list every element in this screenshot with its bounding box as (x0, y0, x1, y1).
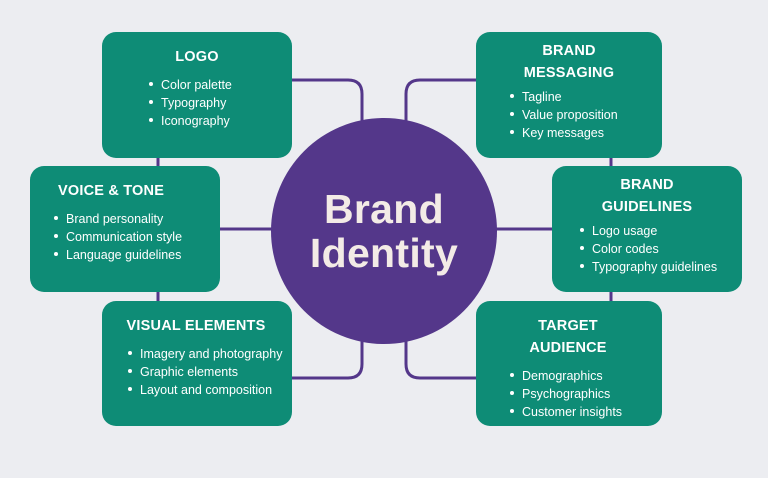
card-item-list: Tagline Value proposition Key messages (498, 88, 652, 142)
bullet-icon (510, 94, 514, 99)
connector-visual-elements (292, 333, 364, 380)
list-item: Value proposition (510, 106, 652, 124)
list-item-label: Typography guidelines (592, 260, 718, 274)
list-item: Tagline (510, 88, 652, 106)
list-item-label: Typography (161, 96, 227, 110)
list-item: Imagery and photography (128, 345, 282, 363)
list-item-label: Demographics (522, 369, 603, 383)
list-item: Typography guidelines (580, 258, 732, 276)
connector-brand-messaging (404, 78, 476, 125)
list-item-label: Logo usage (592, 224, 658, 238)
list-item-label: Imagery and photography (140, 347, 283, 361)
list-item: Layout and composition (128, 381, 282, 399)
bullet-icon (128, 351, 132, 356)
list-item-label: Customer insights (522, 405, 623, 419)
card-item-list: Color palette Typography Iconography (124, 76, 282, 130)
list-item: Iconography (149, 112, 282, 130)
bullet-icon (580, 264, 584, 269)
list-item-label: Graphic elements (140, 365, 238, 379)
bullet-icon (510, 373, 514, 378)
list-item: Typography (149, 94, 282, 112)
list-item: Graphic elements (128, 363, 282, 381)
card-title: TARGET AUDIENCE (529, 318, 607, 356)
card-title-line: GUIDELINES (601, 199, 693, 215)
bullet-icon (54, 216, 58, 221)
brand-identity-hub: Brand Identity (271, 118, 497, 344)
bullet-icon (54, 234, 58, 239)
bullet-icon (510, 130, 514, 135)
hub-title-line: Brand (324, 186, 444, 232)
bullet-icon (149, 82, 153, 87)
card-title: LOGO (175, 49, 219, 65)
bullet-icon (510, 112, 514, 117)
list-item-label: Communication style (66, 230, 183, 244)
hub-title: Brand Identity (310, 187, 458, 275)
bullet-icon (580, 228, 584, 233)
list-item: Psychographics (510, 385, 652, 403)
bullet-icon (128, 387, 132, 392)
list-item-label: Color codes (592, 242, 659, 256)
bullet-icon (510, 409, 514, 414)
list-item-label: Psychographics (522, 387, 611, 401)
list-item: Color codes (580, 240, 732, 258)
list-item-label: Tagline (522, 90, 562, 104)
list-item: Color palette (149, 76, 282, 94)
list-item-label: Brand personality (66, 212, 164, 226)
card-title: VISUAL ELEMENTS (126, 318, 266, 334)
card-visual-elements: VISUAL ELEMENTS Imagery and photography … (102, 301, 292, 426)
bullet-icon (149, 118, 153, 123)
list-item: Brand personality (54, 210, 210, 228)
card-title-line: BRAND (620, 177, 674, 193)
connector-target-audience (404, 333, 476, 380)
bullet-icon (128, 369, 132, 374)
connector-logo (292, 78, 364, 125)
card-voice-tone: VOICE & TONE Brand personality Communica… (30, 166, 220, 292)
list-item-label: Color palette (161, 78, 232, 92)
card-title-line: BRAND (542, 43, 596, 59)
bullet-icon (149, 100, 153, 105)
card-brand-guidelines: BRAND GUIDELINES Logo usage Color codes … (552, 166, 742, 292)
card-title: BRAND GUIDELINES (574, 174, 732, 218)
card-target-audience: TARGET AUDIENCE Demographics Psychograph… (476, 301, 662, 426)
card-title: BRAND MESSAGING (498, 40, 652, 84)
list-item: Logo usage (580, 222, 732, 240)
list-item: Communication style (54, 228, 210, 246)
hub-title-line: Identity (309, 230, 459, 276)
list-item: Demographics (510, 367, 652, 385)
list-item: Language guidelines (54, 246, 210, 264)
bullet-icon (580, 246, 584, 251)
card-item-list: Brand personality Communication style La… (52, 210, 210, 264)
card-brand-messaging: BRAND MESSAGING Tagline Value propositio… (476, 32, 662, 158)
card-item-list: Imagery and photography Graphic elements… (124, 345, 282, 399)
card-item-list: Demographics Psychographics Customer ins… (498, 367, 652, 421)
bullet-icon (54, 252, 58, 257)
card-item-list: Logo usage Color codes Typography guidel… (574, 222, 732, 276)
list-item-label: Iconography (161, 114, 230, 128)
list-item-label: Language guidelines (66, 248, 182, 262)
card-title: VOICE & TONE (58, 183, 165, 199)
list-item: Key messages (510, 124, 652, 142)
bullet-icon (510, 391, 514, 396)
list-item: Customer insights (510, 403, 652, 421)
card-title-line: MESSAGING (523, 65, 615, 81)
list-item-label: Key messages (522, 126, 604, 140)
list-item-label: Value proposition (522, 108, 618, 122)
list-item-label: Layout and composition (140, 383, 273, 397)
card-logo: LOGO Color palette Typography Iconograph… (102, 32, 292, 158)
